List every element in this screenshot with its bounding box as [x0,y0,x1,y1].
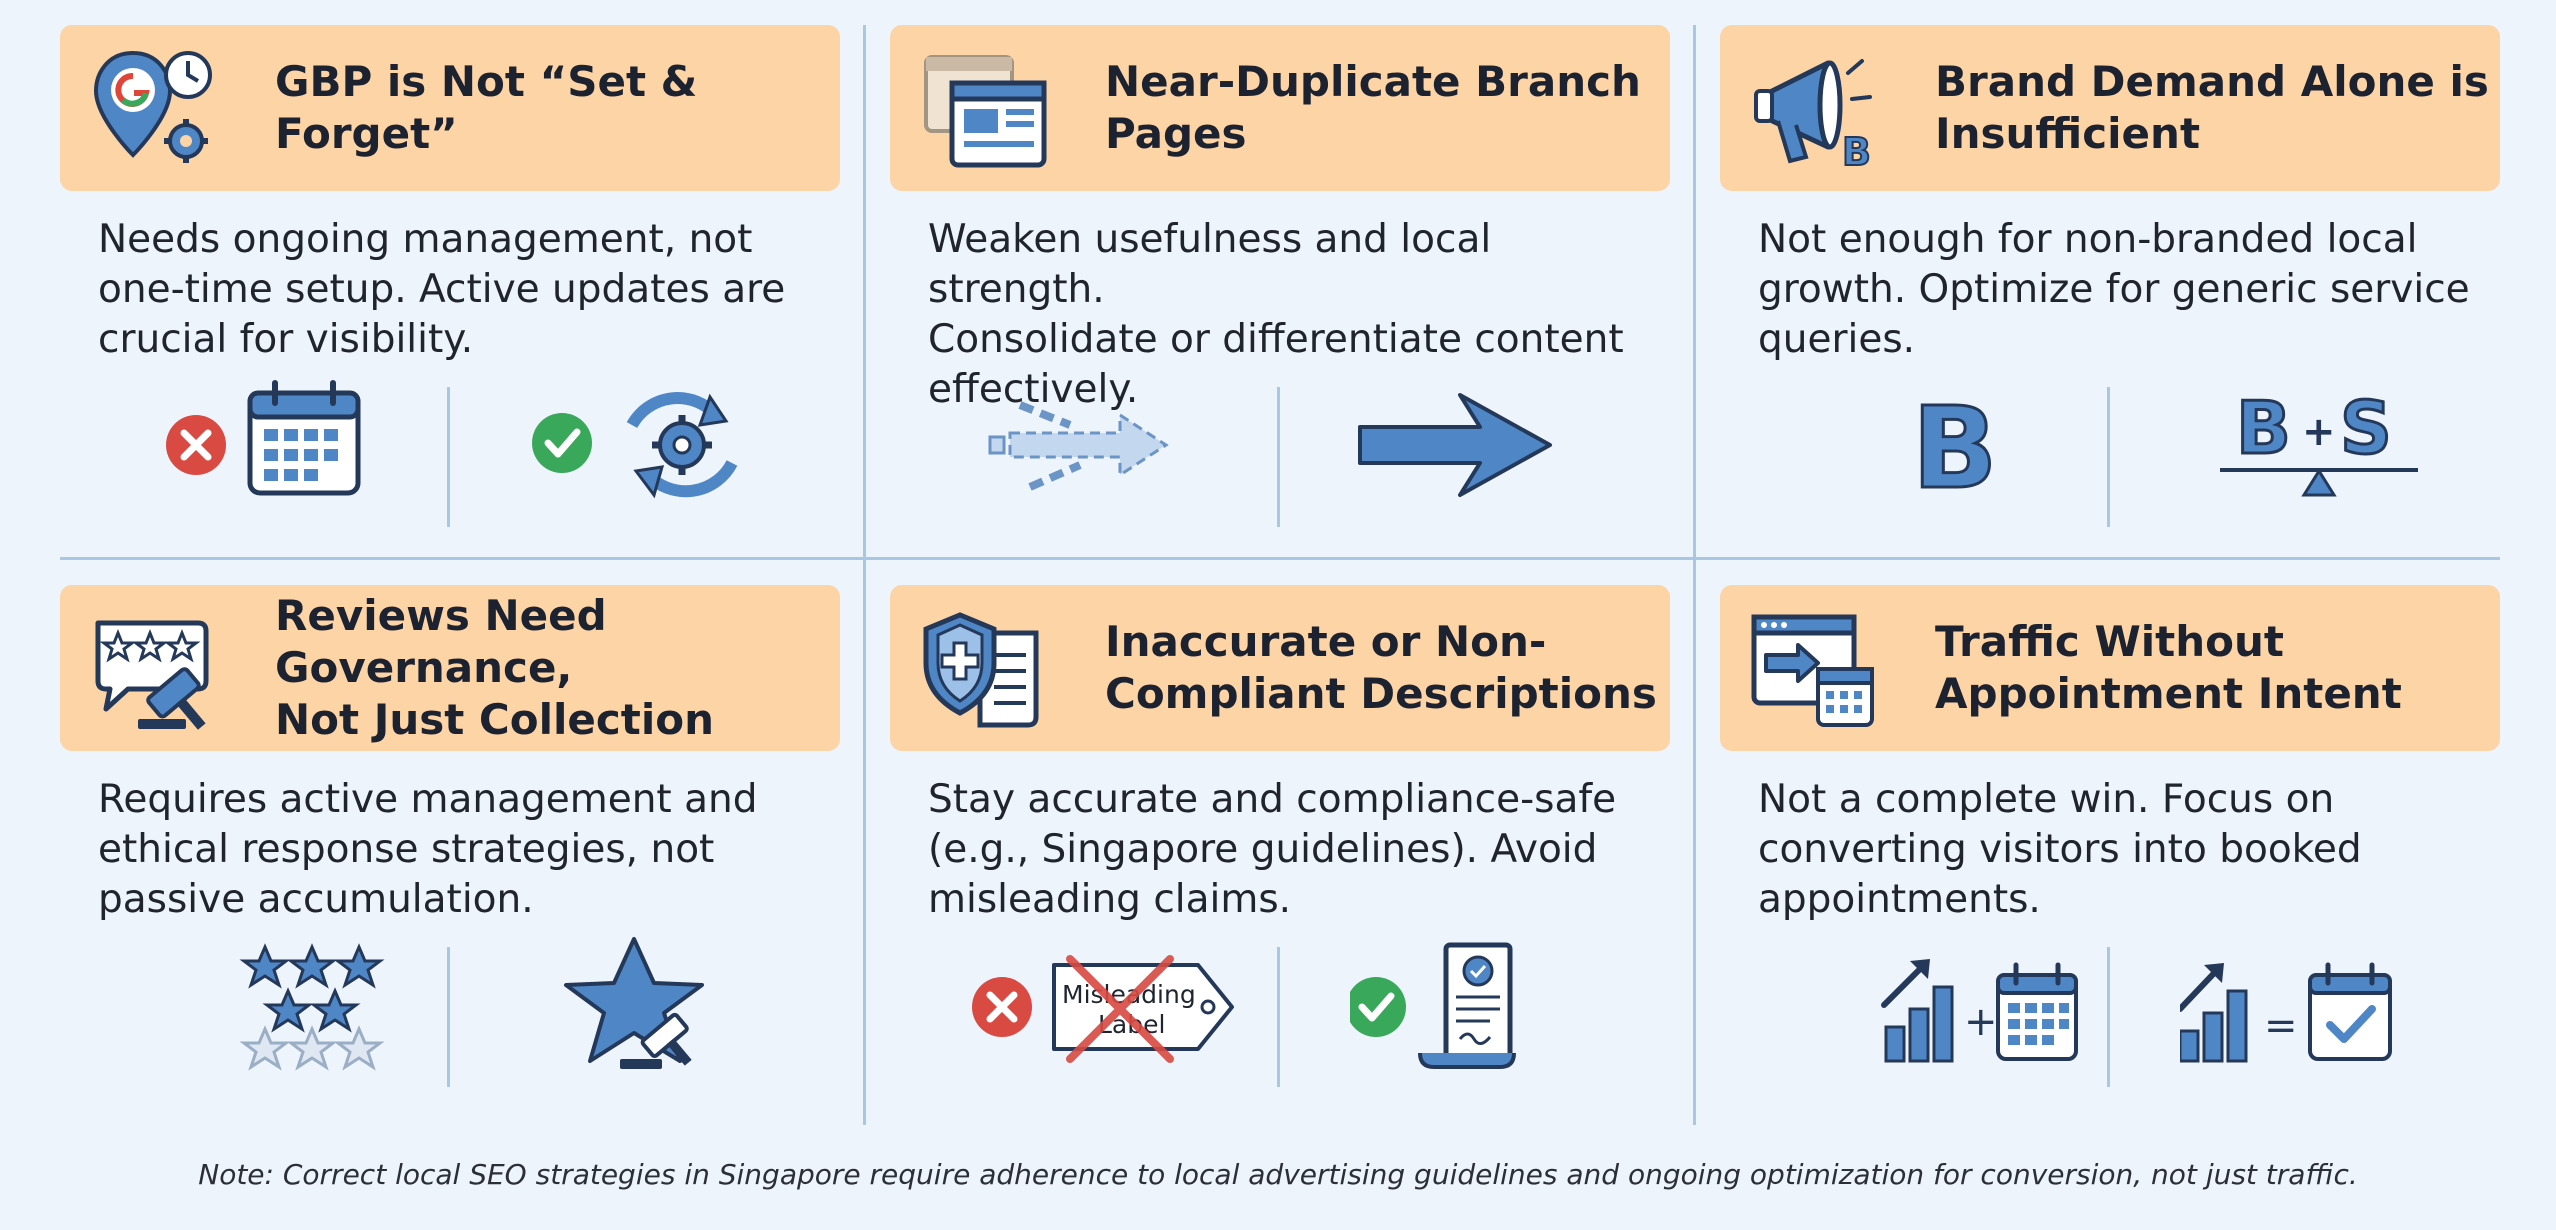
check-icon [532,413,592,473]
card-traffic-without-intent: Traffic Without Appointment Intent Not a… [1720,585,2500,1125]
certified-document-icon [1418,942,1516,1069]
card-reviews-governance: Reviews Need Governance, Not Just Collec… [60,585,840,1125]
illustration-right [1350,375,1630,515]
grid-divider-horizontal [60,557,2500,560]
megaphone-icon: B [1748,43,1878,173]
illustration-right [1350,935,1630,1075]
card-title: Traffic Without Appointment Intent [1935,617,2402,718]
illustration-wrong [140,375,420,515]
growth-chart-icon [1881,959,1954,1063]
google-location-clock-gear-icon [88,43,218,173]
card-inaccurate-descriptions: Inaccurate or Non- Compliant Description… [890,585,1670,1125]
card-title: Brand Demand Alone is Insufficient [1935,57,2489,158]
cross-icon [972,977,1032,1037]
svg-text:+: + [1964,999,1998,1045]
card-title: GBP is Not “Set & Forget” [275,57,698,158]
illustration-divider [1277,947,1280,1087]
card-description: Not a complete win. Focus on converting … [1758,777,2362,922]
illustration-divider [447,387,450,527]
browser-arrow-calendar-icon [1748,603,1878,733]
brand-b-icon: B [1912,384,1997,514]
card-description: Needs ongoing management, not one-time s… [98,217,786,362]
card-description: Weaken usefulness and local strength. Co… [928,217,1624,412]
star-pile-icon [239,943,385,1071]
illustration-wrong: + [1800,935,2080,1075]
illustration-wrong [970,375,1250,515]
svg-text:B: B [1842,130,1871,173]
card-title: Near-Duplicate Branch Pages [1105,57,1641,158]
check-icon [1350,977,1406,1037]
grid-divider-vertical-1 [863,25,866,1125]
review-gavel-icon [88,603,218,733]
cross-icon [166,415,226,475]
card-banner [1720,25,2500,191]
illustration-wrong [140,935,420,1075]
card-title: Reviews Need Governance, Not Just Collec… [275,591,715,744]
card-gbp-not-set-and-forget: GBP is Not “Set & Forget” Needs ongoing … [60,25,840,565]
card-description: Not enough for non-branded local growth.… [1758,217,2470,362]
calendar-icon [247,380,361,496]
grid-divider-vertical-2 [1693,25,1696,1125]
card-brand-demand-insufficient: B Brand Demand Alone is Insufficient Not… [1720,25,2500,565]
card-description: Stay accurate and compliance-safe (e.g.,… [928,777,1617,922]
scattered-arrow-icon [988,401,1169,491]
shield-document-icon [918,603,1048,733]
growth-chart-icon [2180,963,2248,1063]
illustration-wrong: B [1800,375,2080,516]
duplicate-pages-icon [918,43,1048,173]
illustration-divider [2107,947,2110,1087]
illustration-divider [1277,387,1280,527]
brand-plus-service-balance-icon: B + S [2220,385,2418,497]
card-near-duplicate-branch-pages: Near-Duplicate Branch Pages Weaken usefu… [890,25,1670,565]
refresh-gear-icon [626,392,738,499]
footnote: Note: Correct local SEO strategies in Si… [198,1158,2358,1191]
merged-arrow-icon [1358,393,1552,497]
svg-text:S: S [2340,386,2392,470]
illustration-right [520,935,800,1075]
illustration-right: = [2180,935,2460,1075]
calendar-check-icon [2308,962,2392,1061]
star-gavel-icon [564,937,704,1069]
illustration-divider [447,947,450,1087]
misleading-label-icon: Misleading Label [1052,955,1234,1063]
card-description: Requires active management and ethical r… [98,777,758,922]
illustration-right: B + S [2180,375,2460,515]
illustration-right [520,375,800,515]
calendar-icon [1996,962,2078,1061]
svg-text:B: B [2236,386,2291,470]
svg-text:+: + [2302,409,2336,455]
illustration-divider [2107,387,2110,527]
svg-text:=: = [2264,1003,2298,1049]
card-title: Inaccurate or Non- Compliant Description… [1105,617,1657,718]
illustration-wrong: Misleading Label [970,935,1250,1075]
